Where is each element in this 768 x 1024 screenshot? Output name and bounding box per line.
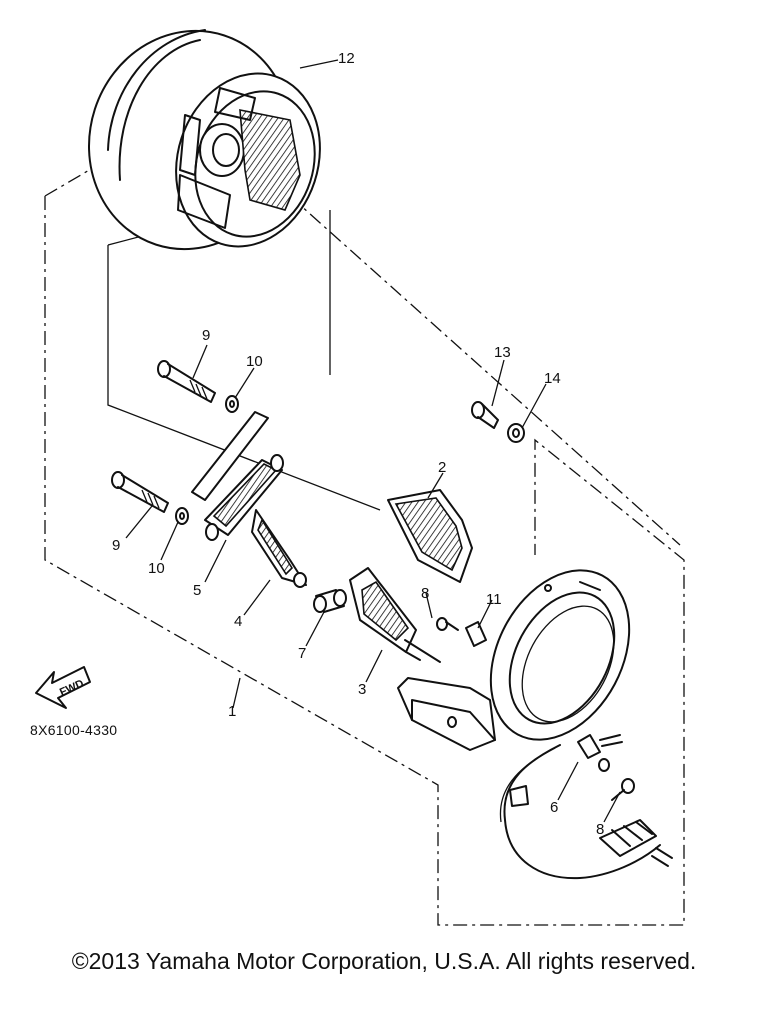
callout-2: 2 — [438, 459, 446, 476]
callout-13: 13 — [494, 344, 511, 361]
callout-9-lower: 9 — [112, 537, 120, 554]
washer-14 — [507, 423, 525, 443]
screw-8-lower — [611, 778, 635, 801]
washer-upper — [225, 395, 239, 413]
spacer-7 — [313, 589, 347, 613]
callout-9-upper: 9 — [202, 327, 210, 344]
stator-base-plate — [397, 569, 631, 751]
callout-4: 4 — [234, 613, 242, 630]
mounting-bracket — [191, 411, 269, 501]
callout-14: 14 — [544, 370, 561, 387]
coil-2 — [387, 489, 473, 583]
callout-6: 6 — [550, 799, 558, 816]
bolt-13 — [471, 401, 499, 429]
copyright-notice: ©2013 Yamaha Motor Corporation, U.S.A. A… — [71, 948, 697, 974]
callout-5: 5 — [193, 582, 201, 599]
callout-8-upper: 8 — [421, 585, 429, 602]
callout-10-lower: 10 — [148, 560, 165, 577]
bolt-upper — [157, 360, 216, 403]
bolt-lower — [111, 471, 169, 513]
flywheel-leader-box — [107, 204, 381, 511]
flywheel-rotor — [88, 29, 321, 251]
callout-12: 12 — [338, 50, 355, 67]
callout-10-upper: 10 — [246, 353, 263, 370]
washer-lower — [175, 507, 189, 525]
screw-8-upper — [436, 617, 459, 631]
wire-harness — [499, 734, 673, 880]
coil-4 — [251, 509, 307, 588]
callout-leaders — [125, 59, 621, 823]
catalog-code: 8X6100-4330 — [30, 722, 118, 738]
assembly-boundary — [44, 161, 685, 926]
callout-7: 7 — [298, 645, 306, 662]
callout-1: 1 — [228, 703, 236, 720]
callout-8-lower: 8 — [596, 821, 604, 838]
coil-5 — [204, 454, 284, 541]
callout-3: 3 — [358, 681, 366, 698]
forward-arrow-icon: FWD — [35, 666, 91, 709]
fitting-11 — [465, 621, 487, 647]
coil-3 — [349, 567, 441, 663]
callout-11: 11 — [486, 591, 502, 608]
